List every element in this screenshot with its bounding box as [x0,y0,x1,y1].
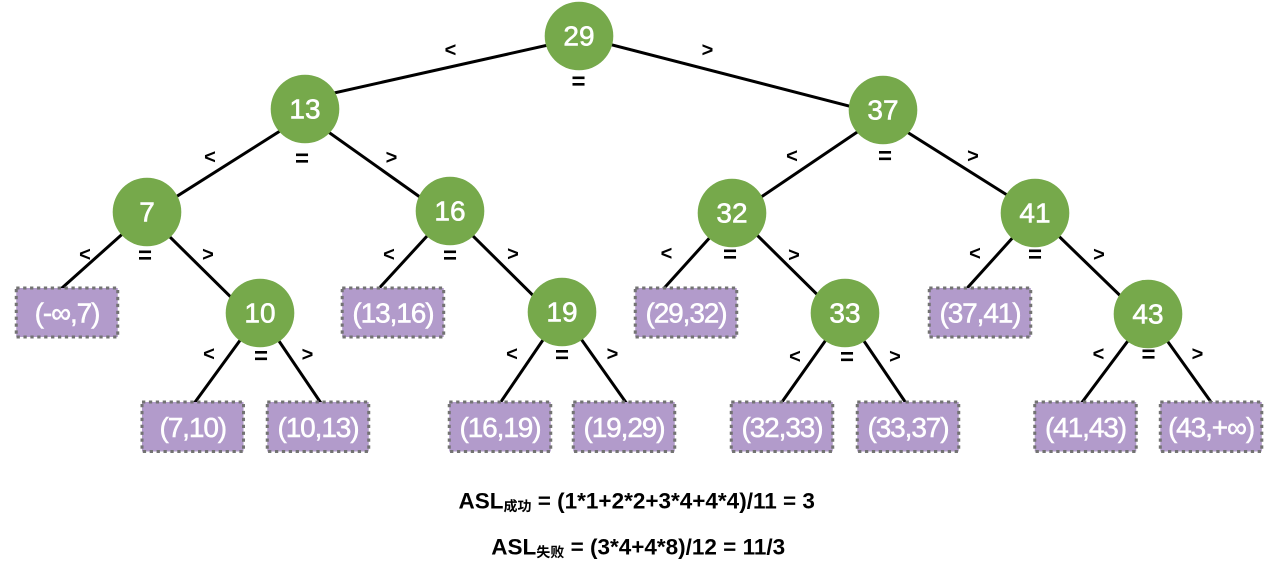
svg-text:>: > [967,146,979,168]
svg-text:(43,+∞): (43,+∞) [1168,412,1254,443]
svg-text:13: 13 [289,94,320,125]
svg-text:<: < [204,147,216,169]
svg-text:33: 33 [829,298,860,329]
svg-text:19: 19 [546,297,577,328]
svg-text:(13,16): (13,16) [352,298,433,329]
svg-text:(41,43): (41,43) [1045,412,1126,443]
svg-text:(16,19): (16,19) [459,412,540,443]
svg-text:>: > [386,147,398,169]
svg-text:=: = [878,143,892,170]
svg-text:=: = [840,344,854,371]
svg-text:(37,41): (37,41) [939,298,1020,329]
svg-text:ASL: ASL [459,489,504,514]
svg-text:=: = [254,343,268,370]
svg-text:16: 16 [434,196,465,227]
svg-text:=: = [138,243,152,270]
svg-text:<: < [969,243,981,265]
svg-text:>: > [507,244,519,266]
svg-text:<: < [383,244,395,266]
svg-text:=: = [571,69,585,96]
svg-text:(-∞,7): (-∞,7) [35,298,100,329]
svg-text:>: > [302,344,314,366]
svg-text:<: < [203,344,215,366]
svg-text:(10,13): (10,13) [277,412,358,443]
svg-text:=: = [1028,242,1042,269]
svg-text:37: 37 [867,95,898,126]
svg-text:7: 7 [139,197,155,228]
svg-text:= (1*1+2*2+3*4+4*4)/11 = 3: = (1*1+2*2+3*4+4*4)/11 = 3 [538,489,815,514]
svg-text:=: = [1141,342,1155,369]
svg-text:ASL: ASL [491,535,536,560]
svg-text:=: = [555,342,569,369]
svg-text:>: > [607,344,619,366]
svg-text:<: < [661,243,673,265]
svg-text:>: > [202,244,214,266]
svg-text:10: 10 [244,298,275,329]
svg-text:(29,32): (29,32) [645,298,726,329]
svg-text:29: 29 [563,21,594,52]
svg-text:43: 43 [1132,299,1163,330]
svg-text:32: 32 [716,198,747,229]
svg-text:= (3*4+4*8)/12 = 11/3: = (3*4+4*8)/12 = 11/3 [571,535,786,560]
svg-text:>: > [1093,244,1105,266]
svg-text:>: > [788,245,800,267]
svg-text:<: < [1093,344,1105,366]
svg-text:<: < [786,146,798,168]
svg-text:(19,29): (19,29) [583,412,664,443]
svg-text:<: < [789,346,801,368]
svg-text:>: > [1192,344,1204,366]
svg-text:41: 41 [1019,198,1050,229]
svg-text:>: > [889,346,901,368]
svg-text:(32,33): (32,33) [741,412,822,443]
svg-text:<: < [79,244,91,266]
svg-text:=: = [443,243,457,270]
svg-text:=: = [723,242,737,269]
svg-text:<: < [445,40,457,62]
svg-text:(7,10): (7,10) [159,412,226,443]
svg-text:>: > [702,40,714,62]
svg-text:<: < [506,344,518,366]
svg-text:(33,37): (33,37) [867,412,948,443]
svg-text:=: = [295,146,309,173]
